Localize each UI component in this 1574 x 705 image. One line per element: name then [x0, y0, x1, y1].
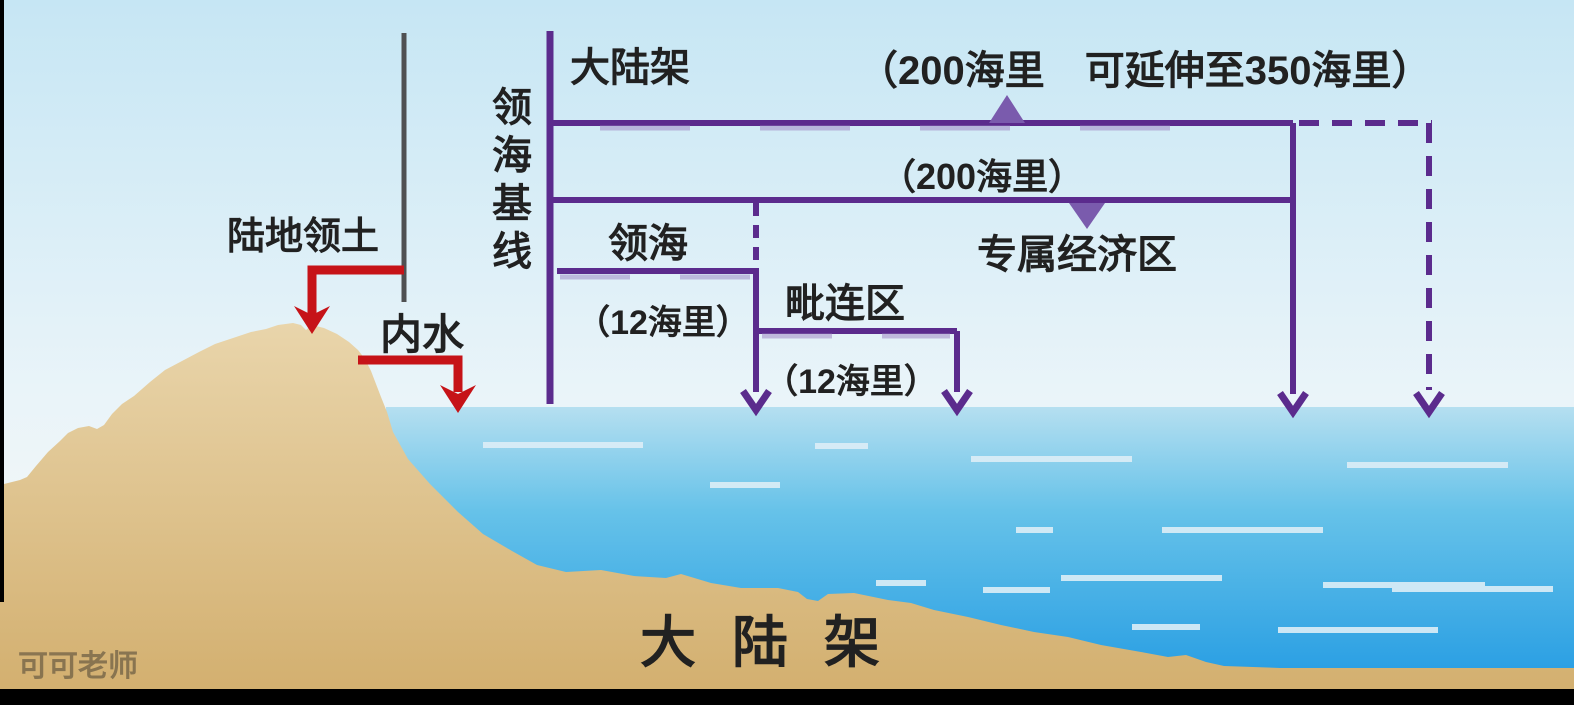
water-glint-dashes: [483, 442, 1553, 633]
eez-label: 专属经济区: [977, 233, 1177, 277]
territorial-sea-label: 领海: [608, 222, 688, 266]
continental-shelf-top-label: 大陆架: [570, 46, 690, 90]
left-black-edge: [0, 0, 4, 602]
bottom-black-bar: [0, 689, 1574, 705]
territorial-sea-distance-label: （12海里）: [576, 303, 750, 342]
continental-shelf-seabed-label: 大陆架: [640, 611, 916, 674]
contiguous-zone-arrowhead: [941, 389, 973, 417]
eez-marker-triangle: [1069, 203, 1105, 229]
contiguous-zone-distance-label: （12海里）: [764, 362, 938, 401]
internal-waters-label: 内水: [380, 311, 465, 358]
shelf-limit-marker-triangle: [989, 95, 1025, 123]
continental-shelf-limit-label: （200海里 可延伸至350海里）: [858, 49, 1431, 93]
land-territory-label: 陆地领土: [227, 216, 379, 258]
shelf-extension-arrowhead: [1413, 391, 1445, 419]
zone-arrowheads: [740, 389, 1445, 419]
internal-waters-arrow: [358, 355, 476, 413]
territorial-sea-baseline-label: 领海基线: [486, 86, 532, 278]
land-and-seabed: [0, 323, 1574, 705]
line-shadows: [560, 125, 1240, 339]
eez-distance-label: （200海里）: [880, 156, 1084, 197]
land-territory-arrow: [294, 265, 404, 334]
zone-lines: [546, 31, 1432, 404]
contiguous-zone-label: 毗连区: [785, 282, 905, 326]
territorial-sea-arrowhead: [740, 389, 772, 417]
watermark: 可可老师: [18, 650, 138, 683]
shelf-limit-arrowhead: [1277, 391, 1309, 419]
